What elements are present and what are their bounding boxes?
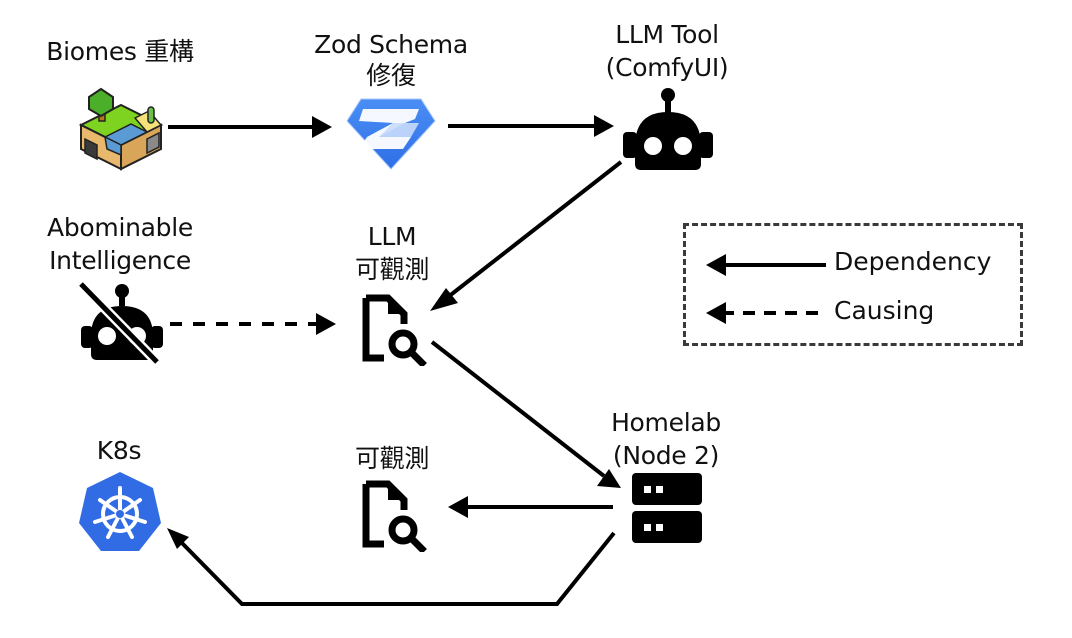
robot-icon[interactable] (621, 86, 713, 172)
edge-homelab-to-k8s (167, 528, 616, 606)
edge-llm-tool-to-llm-obs (430, 160, 623, 311)
node-label-homelab-line2: (Node 2) (612, 441, 720, 470)
legend-symbols (706, 254, 826, 324)
node-label-abominable-line1: Abominable (47, 213, 193, 242)
node-label-llm-tool-line1: LLM Tool (615, 20, 719, 49)
file-search-icon[interactable] (358, 480, 428, 554)
server-icon[interactable] (632, 473, 702, 543)
zod-logo-icon[interactable] (345, 97, 437, 171)
legend-causing-arrow (706, 302, 826, 324)
node-label-llm-tool-line2: (ComfyUI) (605, 53, 729, 82)
node-label-homelab-line1: Homelab (611, 408, 721, 437)
edge-biomes-to-zod (168, 116, 332, 138)
edge-abominable-to-llm-obs (170, 313, 336, 335)
legend-label-dependency: Dependency (834, 247, 992, 276)
edge-homelab-to-obs (448, 496, 613, 518)
edge-llm-obs-to-homelab (430, 340, 621, 488)
legend-dependency-arrow (706, 254, 826, 276)
node-label-k8s: K8s (96, 436, 142, 465)
node-label-llm-obs-line2: 可觀測 (354, 255, 430, 284)
legend (683, 223, 1023, 346)
node-label-biomes: Biomes 重構 (46, 37, 194, 66)
robot-off-icon[interactable] (77, 280, 163, 366)
node-label-abominable-line2: Intelligence (49, 246, 191, 275)
kubernetes-icon[interactable] (77, 470, 163, 554)
edge-zod-to-llm-tool (448, 115, 614, 137)
node-label-llm-obs-line1: LLM (367, 222, 417, 251)
legend-label-causing: Causing (834, 296, 935, 325)
file-search-icon[interactable] (358, 294, 428, 368)
node-label-zod-line2: 修復 (366, 61, 416, 90)
node-label-zod-line1: Zod Schema (314, 30, 468, 59)
node-label-obs: 可觀測 (354, 444, 430, 473)
minecraft-block-icon[interactable] (75, 83, 167, 173)
